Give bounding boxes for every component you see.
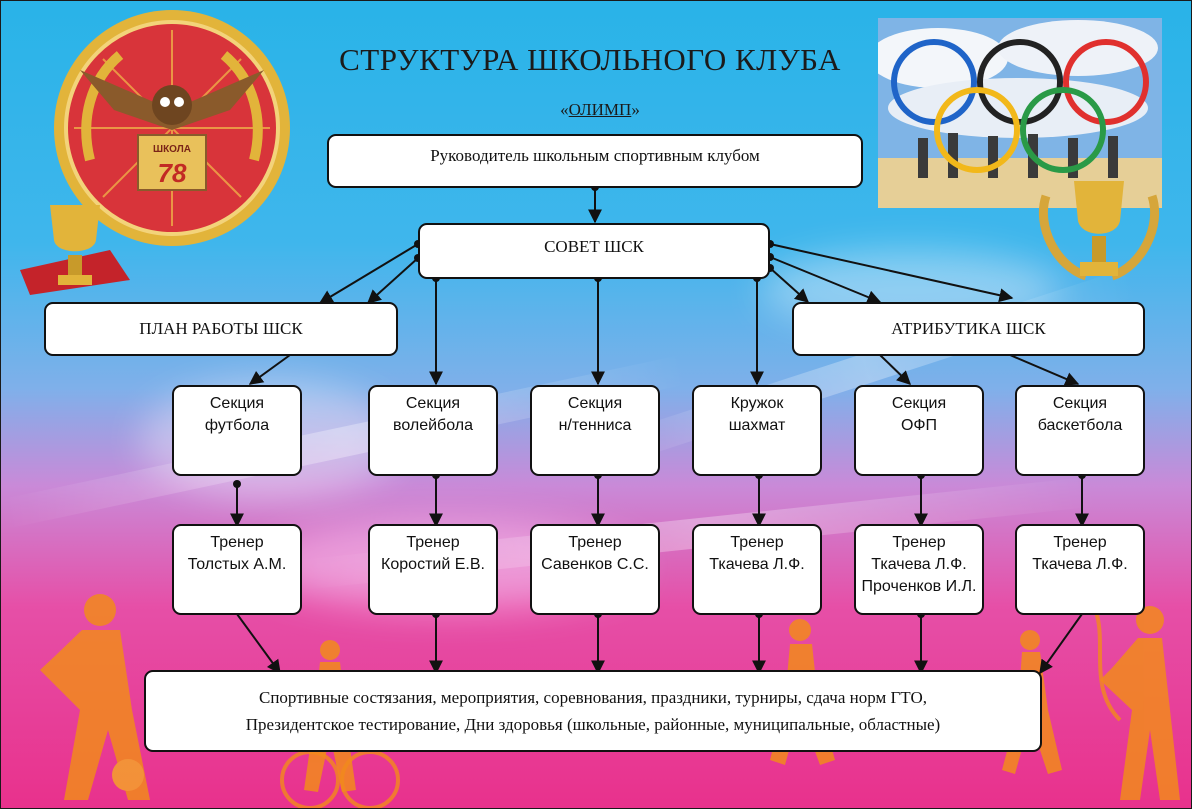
section-football-node: Секция футбола	[172, 385, 302, 476]
trophy-icon	[1038, 181, 1160, 281]
page-title: СТРУКТУРА ШКОЛЬНОГО КЛУБА	[339, 42, 841, 77]
club-name: «ОЛИМП»	[530, 100, 670, 120]
council-node: СОВЕТ ШСК	[418, 223, 770, 279]
emblem-text: ШКОЛА	[153, 144, 191, 155]
attributes-node: АТРИБУТИКА ШСК	[792, 302, 1145, 356]
coach-football-node: Тренер Толстых А.М.	[172, 524, 302, 615]
events-node: Спортивные состязания, мероприятия, соре…	[144, 670, 1042, 752]
coach-ofp-node: Тренер Ткачева Л.Ф. Проченков И.Л.	[854, 524, 984, 615]
coach-volleyball-node: Тренер Коростий Е.В.	[368, 524, 498, 615]
coach-tennis-node: Тренер Савенков С.С.	[530, 524, 660, 615]
chess-club-node: Кружок шахмат	[692, 385, 822, 476]
quote-close: »	[631, 100, 640, 119]
work-plan-node: ПЛАН РАБОТЫ ШСК	[44, 302, 398, 356]
olympic-rings-photo	[878, 18, 1162, 208]
coach-chess-node: Тренер Ткачева Л.Ф.	[692, 524, 822, 615]
events-line-1: Спортивные состязания, мероприятия, соре…	[259, 688, 927, 707]
quote-open: «	[560, 100, 569, 119]
section-basketball-node: Секция баскетбола	[1015, 385, 1145, 476]
section-volleyball-node: Секция волейбола	[368, 385, 498, 476]
section-ofp-node: Секция ОФП	[854, 385, 984, 476]
school-emblem: ШКОЛА 78	[20, 10, 290, 295]
section-tennis-node: Секция н/тенниса	[530, 385, 660, 476]
events-line-2: Президентское тестирование, Дни здоровья…	[245, 715, 941, 734]
club-name-text: ОЛИМП	[568, 100, 632, 119]
coach-basketball-node: Тренер Ткачева Л.Ф.	[1015, 524, 1145, 615]
emblem-number: 78	[158, 158, 187, 188]
club-head-node: Руководитель школьным спортивным клубом	[327, 134, 863, 188]
